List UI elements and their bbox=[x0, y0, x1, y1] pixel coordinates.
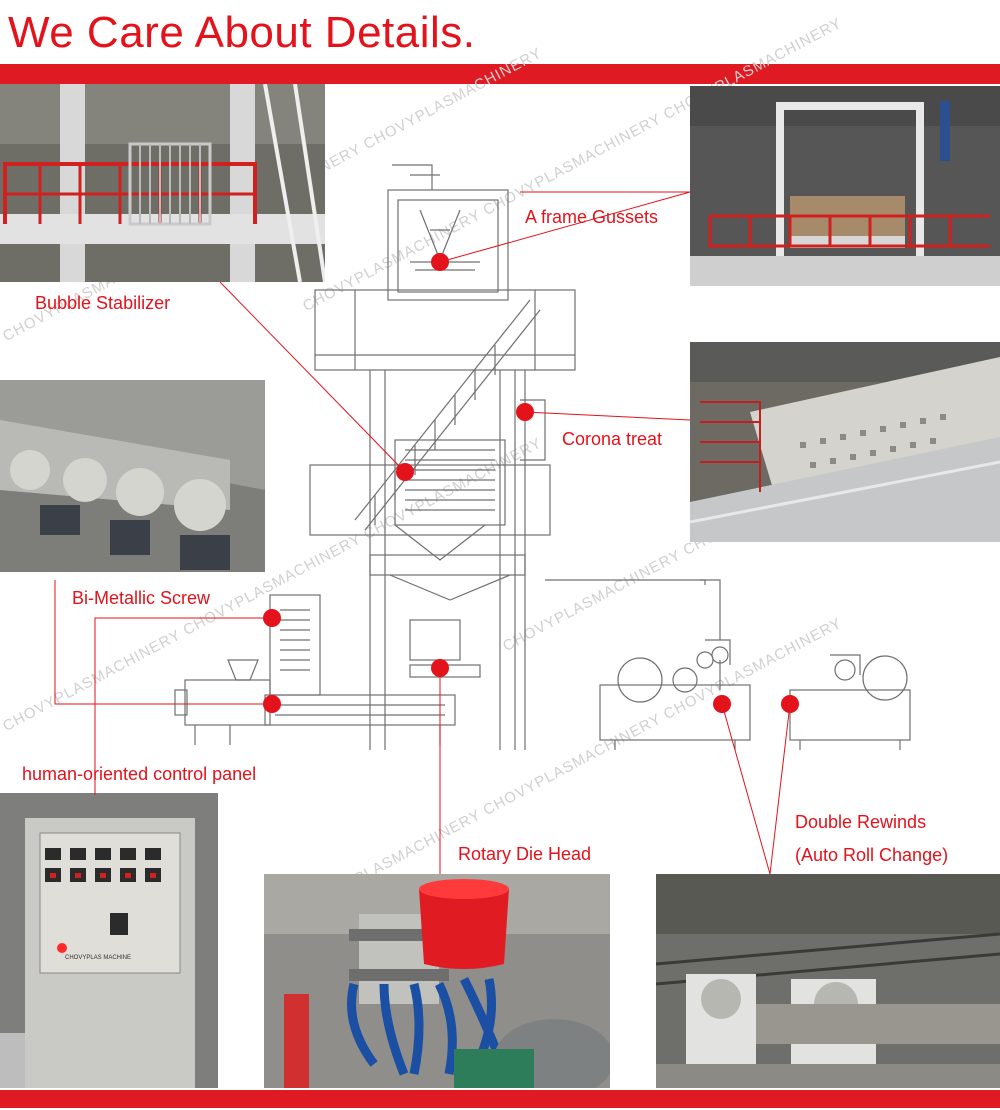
auto-roll-change-label: (Auto Roll Change) bbox=[795, 845, 949, 865]
double-rewinds-label: Double Rewinds bbox=[795, 812, 927, 832]
corona-dot bbox=[516, 403, 534, 421]
corona-treat-label: Corona treat bbox=[562, 429, 663, 449]
photo-illustration bbox=[690, 342, 1000, 542]
photo-illustration bbox=[656, 874, 1000, 1088]
bubble-stabilizer-photo bbox=[0, 84, 325, 282]
control-panel-label: human-oriented control panel bbox=[22, 764, 257, 784]
rewinds-connector bbox=[721, 703, 791, 875]
photo-illustration bbox=[264, 874, 610, 1088]
bottom-red-band bbox=[0, 1090, 1000, 1108]
panel-connector bbox=[94, 617, 270, 795]
top-red-band bbox=[0, 64, 1000, 84]
rewinder-2-dot bbox=[781, 695, 799, 713]
a-frame-label: A frame Gussets bbox=[525, 207, 659, 227]
corona-treat-photo bbox=[690, 342, 1000, 542]
rotary-die-head-label: Rotary Die Head bbox=[458, 844, 592, 864]
photo-illustration bbox=[0, 84, 325, 282]
page-title: We Care About Details. bbox=[8, 8, 476, 57]
a-frame-dot bbox=[431, 253, 449, 271]
screw-connector bbox=[54, 580, 270, 705]
photo-illustration bbox=[0, 380, 265, 572]
photo-illustration bbox=[690, 86, 1000, 286]
bubble-connector bbox=[219, 281, 406, 473]
bi-metallic-screw-photo bbox=[0, 380, 265, 572]
corona-connector bbox=[524, 411, 691, 421]
control-panel-dot bbox=[263, 609, 281, 627]
die-head-dot bbox=[431, 659, 449, 677]
panel-brand-label: CHOVYPLAS MACHINE bbox=[65, 955, 132, 961]
a-frame-connector bbox=[439, 191, 691, 263]
bi-metallic-screw-label: Bi-Metallic Screw bbox=[72, 588, 211, 608]
double-rewinds-photo bbox=[656, 874, 1000, 1088]
rotary-die-head-photo bbox=[264, 874, 610, 1088]
rewinder-1-dot bbox=[713, 695, 731, 713]
bubble-stabilizer-dot bbox=[396, 463, 414, 481]
control-panel-photo: CHOVYPLAS MACHINE bbox=[0, 793, 218, 1088]
a-frame-photo bbox=[690, 86, 1000, 286]
screw-dot bbox=[263, 695, 281, 713]
photo-illustration bbox=[0, 793, 218, 1088]
bubble-stabilizer-label: Bubble Stabilizer bbox=[35, 293, 171, 313]
